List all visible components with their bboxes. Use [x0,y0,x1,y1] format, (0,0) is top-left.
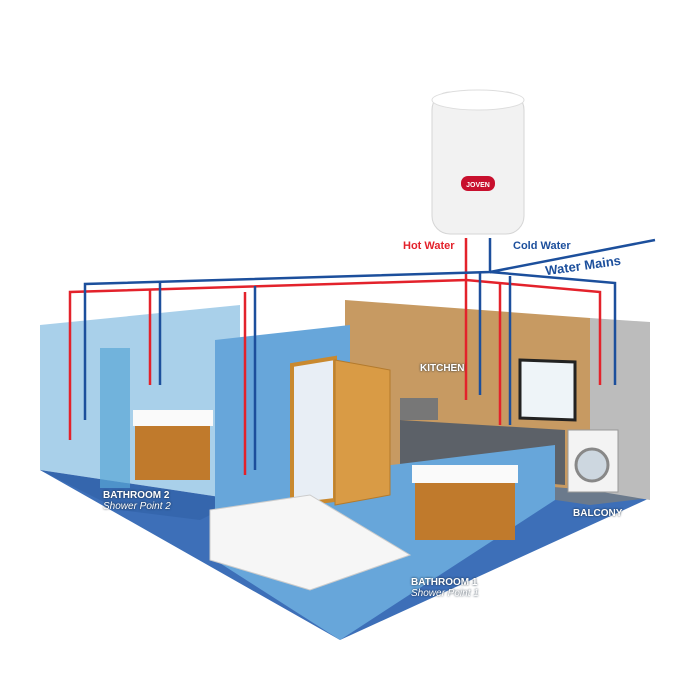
bathroom1-label: BATHROOM 1 Shower Point 1 [411,577,479,599]
bathroom2-floor [40,470,240,520]
heater-top [431,89,525,111]
balcony-label: BALCONY [573,508,623,519]
kitchen-window [518,358,577,422]
washer-door [574,447,610,483]
microwave [400,398,438,420]
heater-logo [461,176,495,191]
hot-water-label: Hot Water [403,240,455,252]
bathroom2-sub: Shower Point 2 [103,501,171,512]
sink-bathroom1 [412,465,518,483]
water-heater [431,91,525,235]
door [334,359,391,506]
door-frame [290,355,337,508]
cold-water-label: Cold Water [513,240,571,252]
sink-bathroom2 [133,410,213,426]
bathroom1-sub: Shower Point 1 [411,588,479,599]
bathtub [209,494,412,591]
bathroom1-name: BATHROOM 1 [411,577,478,588]
bathroom2-label: BATHROOM 2 Shower Point 2 [103,490,171,512]
heater-logo-text: JOVEN [466,182,490,189]
kitchen-label: KITCHEN [420,363,465,374]
cold-water-pipes [83,238,656,470]
shower-curtain [100,348,130,488]
vanity-bathroom2 [135,420,210,480]
bathroom2-name: BATHROOM 2 [103,490,170,501]
